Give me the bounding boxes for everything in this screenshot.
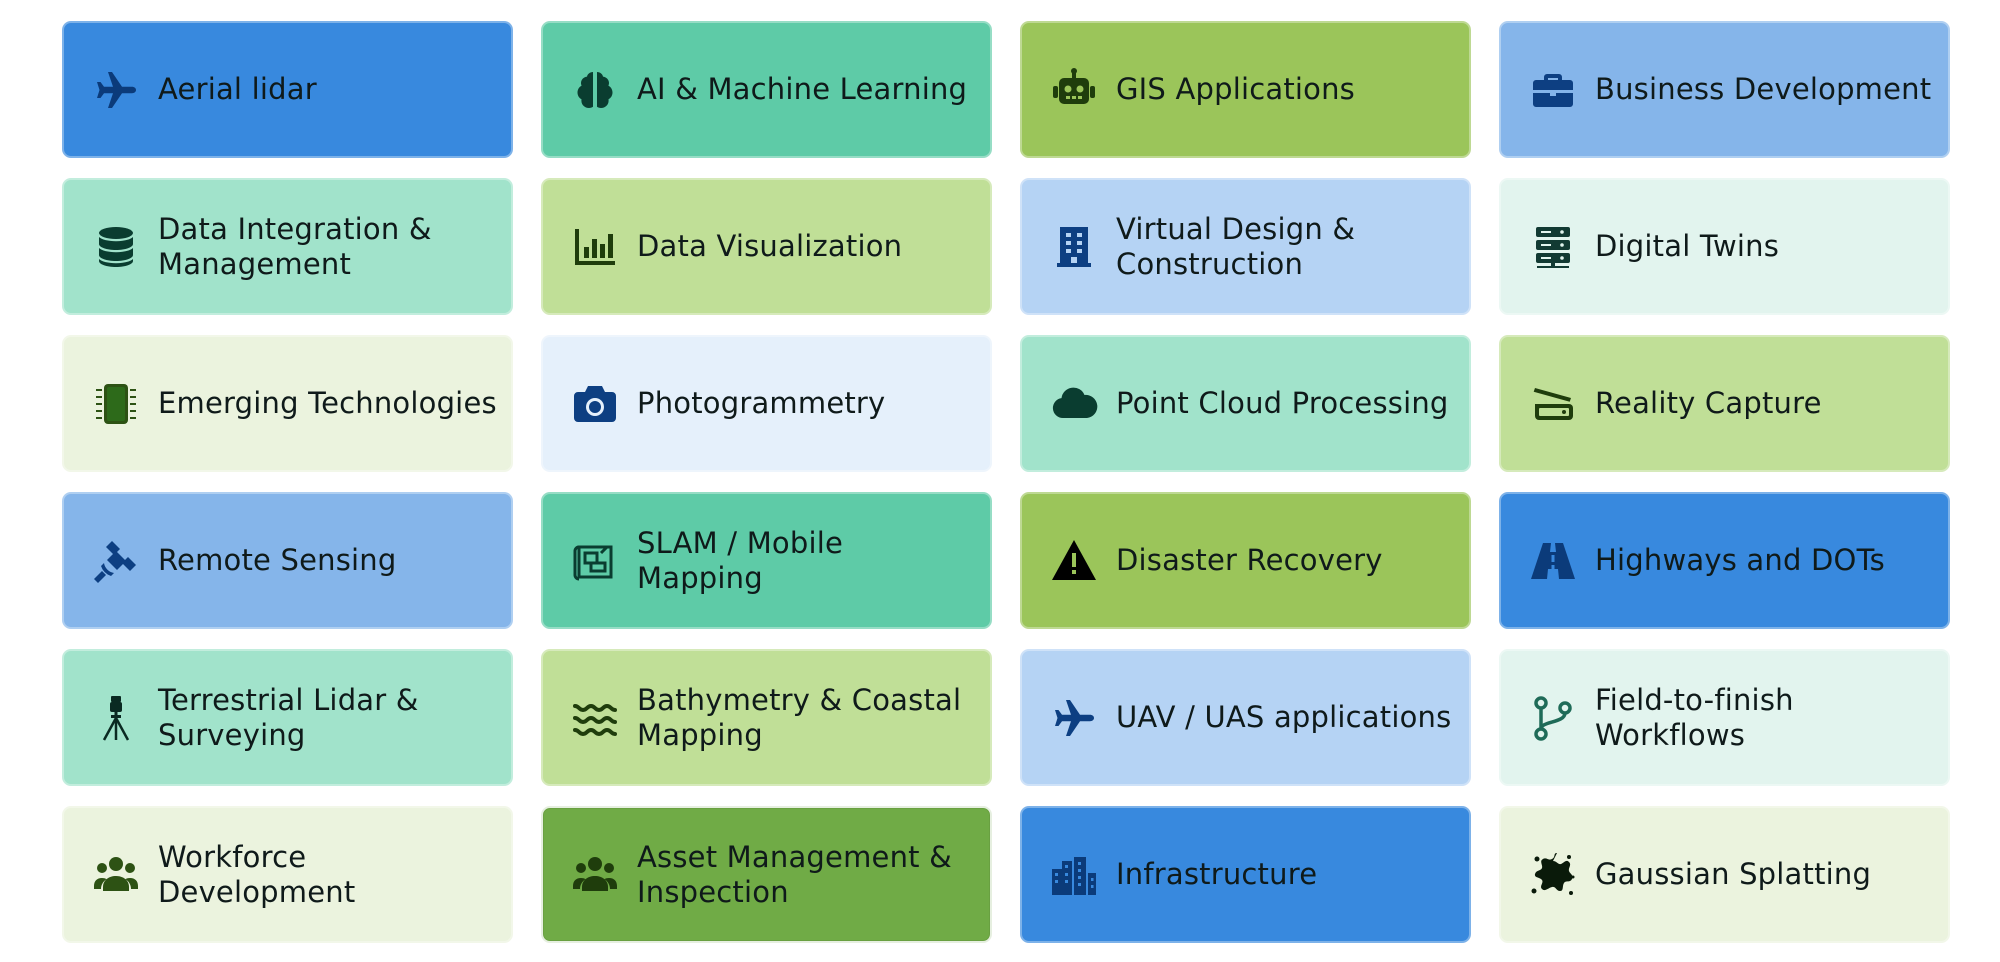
topic-card-13[interactable]: Remote Sensing [62,492,513,629]
topic-card-3[interactable]: GIS Applications [1020,21,1471,158]
topic-card-10[interactable]: Photogrammetry [541,335,992,472]
topic-card-4[interactable]: Business Development [1499,21,1950,158]
topic-label: Bathymetry & Coastal Mapping [637,682,962,752]
topic-card-8[interactable]: Digital Twins [1499,178,1950,315]
briefcase-icon [1527,64,1579,116]
topic-label: Disaster Recovery [1116,543,1383,577]
building-icon [1048,221,1100,273]
topic-label: AI & Machine Learning [637,72,968,106]
brain-icon [569,64,621,116]
topic-card-1[interactable]: Aerial lidar [62,21,513,158]
topic-label: Reality Capture [1595,386,1822,420]
topic-card-24[interactable]: Gaussian Splatting [1499,806,1950,943]
water-icon [569,692,621,744]
topic-card-14[interactable]: SLAM / Mobile Mapping [541,492,992,629]
topic-label: Field-to-finish Workflows [1595,682,1794,752]
topic-label: Workforce Development [158,839,356,909]
warning-icon [1048,535,1100,587]
scanner-icon [1527,378,1579,430]
camera-icon [569,378,621,430]
airplane-icon [90,64,142,116]
database-icon [90,221,142,273]
topic-card-20[interactable]: Field-to-finish Workflows [1499,649,1950,786]
topic-card-12[interactable]: Reality Capture [1499,335,1950,472]
people-icon [569,849,621,901]
topic-card-11[interactable]: Point Cloud Processing [1020,335,1471,472]
server-icon [1527,221,1579,273]
topic-card-16[interactable]: Highways and DOTs [1499,492,1950,629]
topic-label: Virtual Design & Construction [1116,211,1356,281]
topic-card-15[interactable]: Disaster Recovery [1020,492,1471,629]
blueprint-icon [569,535,621,587]
topic-card-9[interactable]: Emerging Technologies [62,335,513,472]
cloud-icon [1048,378,1100,430]
city-icon [1048,849,1100,901]
topic-card-19[interactable]: UAV / UAS applications [1020,649,1471,786]
topic-label: Data Visualization [637,229,903,263]
airplane-icon [1048,692,1100,744]
topic-label: Emerging Technologies [158,386,497,420]
topic-label: Gaussian Splatting [1595,857,1872,891]
topic-label: Highways and DOTs [1595,543,1885,577]
topic-card-2[interactable]: AI & Machine Learning [541,21,992,158]
branch-icon [1527,692,1579,744]
topic-card-18[interactable]: Bathymetry & Coastal Mapping [541,649,992,786]
topic-card-5[interactable]: Data Integration & Management [62,178,513,315]
topic-label: GIS Applications [1116,72,1355,106]
road-icon [1527,535,1579,587]
topic-card-6[interactable]: Data Visualization [541,178,992,315]
topic-label: Remote Sensing [158,543,397,577]
topic-card-21[interactable]: Workforce Development [62,806,513,943]
topic-label: Photogrammetry [637,386,886,420]
topic-card-22[interactable]: Asset Management & Inspection [541,806,992,943]
microchip-icon [90,378,142,430]
tripod-icon [90,692,142,744]
topic-label: Terrestrial Lidar & Surveying [158,682,419,752]
robot-icon [1048,64,1100,116]
bar-chart-icon [569,221,621,273]
topic-label: Aerial lidar [158,72,317,106]
satellite-icon [90,535,142,587]
topic-card-17[interactable]: Terrestrial Lidar & Surveying [62,649,513,786]
splat-icon [1527,849,1579,901]
topic-label: Asset Management & Inspection [637,839,952,909]
topic-card-23[interactable]: Infrastructure [1020,806,1471,943]
topic-label: Business Development [1595,72,1932,106]
topic-label: Data Integration & Management [158,211,432,281]
topic-label: Point Cloud Processing [1116,386,1449,420]
topic-grid: Aerial lidar AI & Machine Learning GIS App… [62,21,1950,943]
people-icon [90,849,142,901]
topic-label: SLAM / Mobile Mapping [637,525,844,595]
topic-card-7[interactable]: Virtual Design & Construction [1020,178,1471,315]
topic-label: Infrastructure [1116,857,1318,891]
topic-label: Digital Twins [1595,229,1780,263]
topic-label: UAV / UAS applications [1116,700,1452,734]
